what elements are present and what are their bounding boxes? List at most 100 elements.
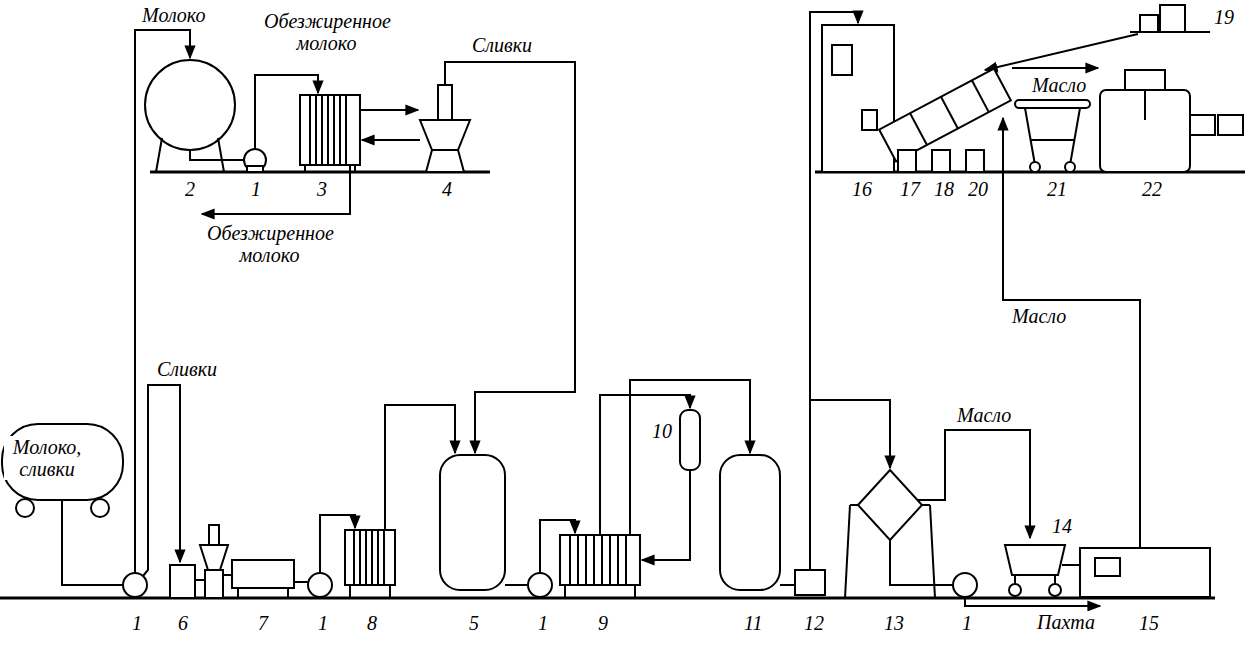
flow-label: Сливки: [155, 358, 219, 380]
pipe-line: [918, 430, 1030, 538]
callout-number: 22: [1140, 178, 1164, 200]
callout-number: 2: [183, 178, 197, 200]
packing-machine: [972, 80, 989, 112]
storage-tank: [218, 138, 224, 172]
butter-pump: [1080, 548, 1210, 597]
buffer-tank: [237, 588, 239, 598]
pipe-line: [780, 584, 795, 586]
flow-label: Молоко, сливки: [4, 436, 90, 480]
cream-tank: [440, 455, 780, 590]
buffer-tank: [287, 588, 289, 598]
separator: [420, 120, 470, 150]
milk-tanker: [2, 424, 123, 500]
plate-heat-exchanger: [564, 585, 566, 598]
butter-pump: [1095, 558, 1120, 576]
callout-number: 5: [467, 612, 481, 634]
storage-tank: [145, 60, 235, 150]
pump: [244, 149, 266, 171]
press-machine: [1218, 115, 1243, 135]
press-machine: [1100, 70, 1243, 172]
flow-label: Сливки: [470, 34, 534, 56]
callout-number: 15: [1137, 612, 1161, 634]
buffer-tank: [232, 560, 294, 598]
plate-heat-exchanger: [300, 95, 360, 165]
dosing-pump: [795, 570, 825, 595]
packing-machine: [932, 150, 950, 172]
dispenser: [1140, 15, 1158, 32]
cream-tank: [440, 455, 505, 590]
pump: [308, 573, 332, 597]
butter-cart: [1005, 545, 1065, 575]
pipe-line: [195, 579, 205, 581]
callout-number: 18: [932, 178, 956, 200]
packing-machine: [822, 25, 1011, 172]
packing-machine: [966, 150, 984, 172]
plate-heat-exchanger: [389, 585, 391, 598]
callout-number: 20: [966, 178, 990, 200]
separator: [426, 150, 464, 172]
flow-label: Обезжиренное молоко: [262, 10, 391, 54]
packing-machine: [862, 110, 877, 130]
plate-heat-exchanger: [354, 530, 384, 585]
pump: [953, 573, 977, 597]
plate-heat-exchanger: [300, 95, 640, 598]
butter-cart: [1005, 545, 1065, 596]
press-machine: [1190, 115, 1215, 135]
pipe-line: [1003, 118, 1140, 548]
conveyor: [1070, 108, 1080, 165]
butter-cart: [1054, 575, 1056, 584]
plate-heat-exchanger: [345, 530, 395, 585]
callout-number: 7: [256, 612, 270, 634]
plate-heat-exchanger: [560, 535, 640, 585]
callout-number: 1: [960, 612, 974, 634]
pipe-line: [965, 597, 1100, 606]
pipe-line: [1062, 564, 1080, 566]
butter-pump: [1080, 548, 1210, 597]
production-line: [2, 5, 1243, 598]
butter-cart: [1014, 575, 1016, 584]
pipe-line: [62, 500, 123, 585]
packing-machine: [879, 69, 1011, 162]
pipe-line: [1012, 67, 1098, 69]
callout-number: 21: [1045, 178, 1069, 200]
filter: [170, 565, 195, 598]
callout-number: 6: [176, 612, 190, 634]
storage-tank: [145, 60, 235, 172]
plate-heat-exchanger: [570, 535, 626, 585]
packing-machine: [941, 97, 958, 129]
callout-number: 4: [440, 178, 454, 200]
separator: [209, 525, 219, 545]
pipe-line: [62, 12, 1140, 606]
callout-number: 13: [882, 612, 906, 634]
butter-churn: [930, 505, 935, 598]
packing-machine: [910, 113, 927, 145]
milk-tanker: [2, 424, 123, 517]
pipe-line: [642, 470, 690, 560]
plate-heat-exchanger: [349, 585, 351, 598]
pipe-line: [600, 395, 690, 535]
flow-label: Масло: [955, 404, 1013, 426]
pipe-line: [223, 574, 232, 576]
floor-line: [0, 172, 1245, 598]
conveyor: [1030, 162, 1040, 172]
pump: [123, 149, 977, 597]
callout-number: 3: [315, 178, 329, 200]
pipe-line: [360, 109, 418, 111]
conveyor: [1030, 139, 1075, 141]
pipe-line: [294, 581, 308, 583]
pump: [528, 573, 552, 597]
butter-churn: [845, 470, 935, 598]
flow-label: Масло: [1030, 74, 1088, 96]
butter-cart: [1009, 584, 1021, 596]
callout-number: 10: [650, 420, 674, 442]
callout-number: 19: [1212, 6, 1236, 28]
flow-label: Обезжиренное молоко: [205, 222, 334, 266]
conveyor: [1015, 100, 1090, 172]
callout-number: 1: [316, 612, 330, 634]
callout-number: 9: [596, 612, 610, 634]
callout-number: 11: [742, 612, 765, 634]
flow-label: Пахта: [1035, 611, 1097, 633]
callout-number: 17: [898, 178, 922, 200]
butter-churn: [858, 470, 922, 540]
